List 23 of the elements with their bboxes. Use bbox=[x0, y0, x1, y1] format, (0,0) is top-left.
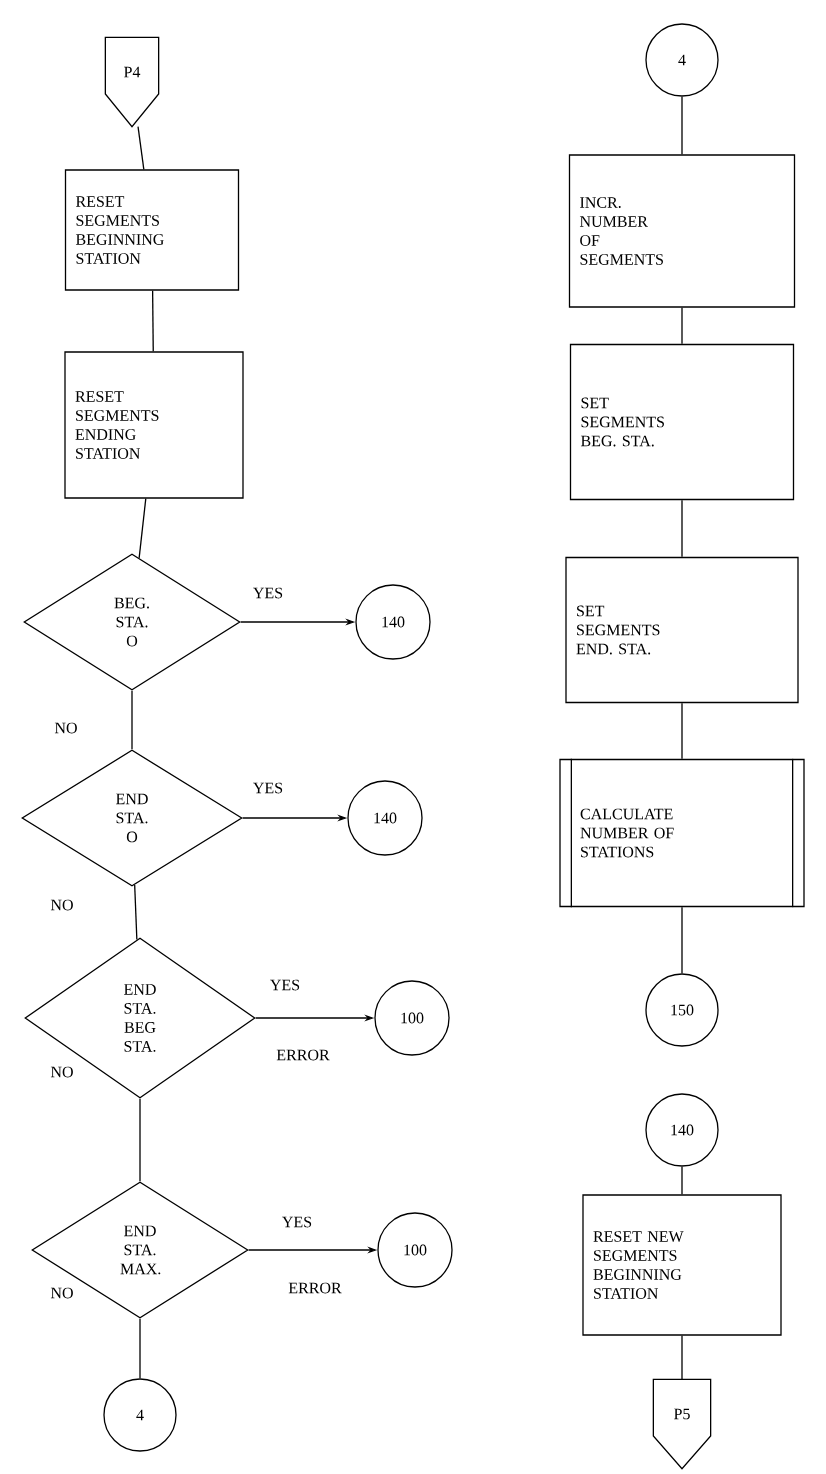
connector-line bbox=[681, 906, 683, 974]
connector-line bbox=[139, 1318, 141, 1379]
process-box: RESET NEW SEGMENTS BEGINNING STATION bbox=[582, 1194, 782, 1336]
process-box: RESET SEGMENTS ENDING STATION bbox=[64, 351, 244, 499]
connector-line bbox=[681, 96, 683, 155]
offpage-connector: P5 bbox=[652, 1378, 712, 1470]
offpage-connector: P4 bbox=[104, 36, 160, 128]
process-box: SET SEGMENTS END. STA. bbox=[565, 556, 799, 704]
connector-line bbox=[681, 1335, 683, 1380]
connector-line bbox=[151, 290, 154, 352]
connector-line bbox=[681, 307, 683, 345]
connector-line bbox=[681, 499, 683, 558]
connector-line bbox=[138, 498, 147, 559]
process-box: INCR. NUMBER OF SEGMENTS bbox=[568, 154, 796, 308]
connector-line bbox=[137, 126, 145, 170]
connector-line bbox=[131, 690, 133, 750]
process-box: SET SEGMENTS BEG. STA. bbox=[569, 343, 795, 501]
process-box: RESET SEGMENTS BEGINNING STATION bbox=[64, 169, 240, 291]
connector-line bbox=[681, 1166, 683, 1195]
connector-line bbox=[139, 1098, 141, 1182]
connector-line bbox=[134, 884, 138, 941]
predefined-process-box: CALCULATE NUMBER OF STATIONS bbox=[559, 758, 805, 908]
connector-line bbox=[681, 702, 683, 760]
